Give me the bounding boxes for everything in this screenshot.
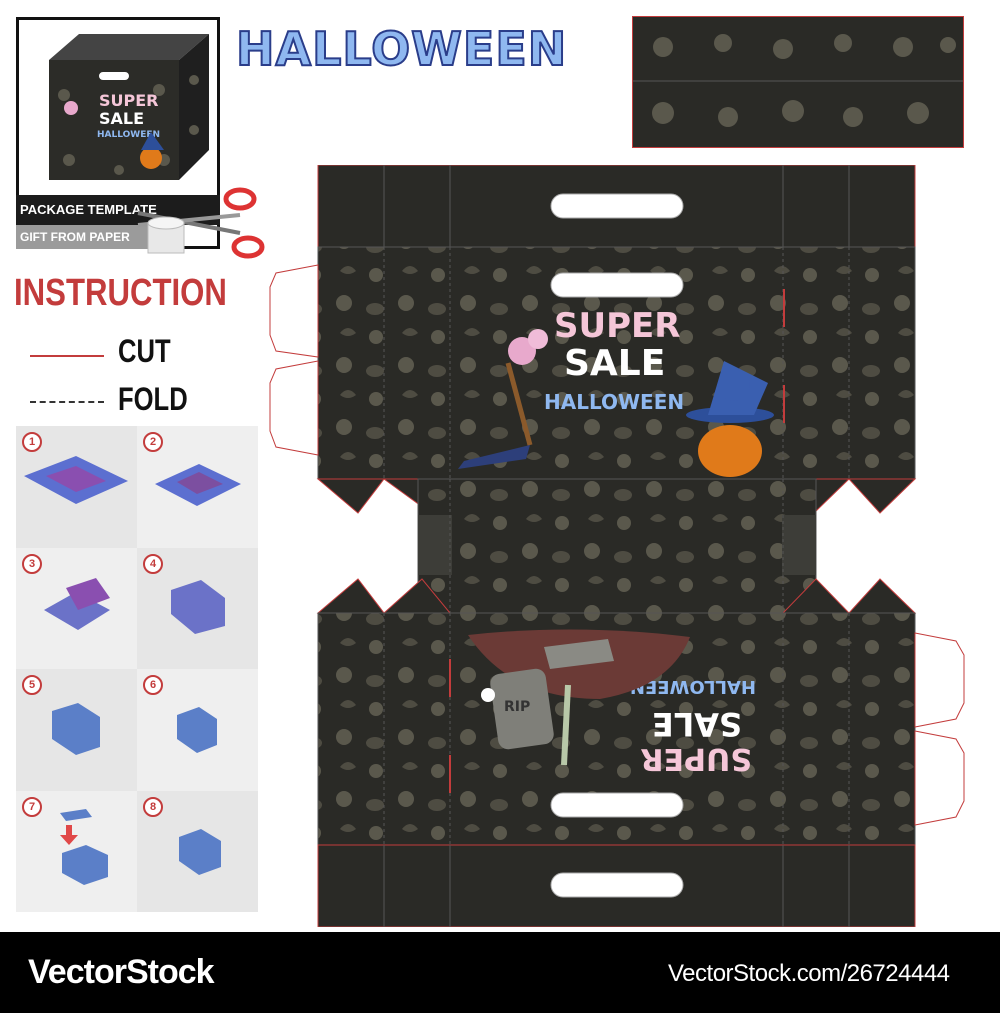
assembly-steps: 1 2 3 4 5 6 7	[16, 426, 258, 912]
glue-tab-left-2	[269, 360, 319, 456]
watermark-brand: VectorStock	[28, 953, 215, 991]
step-3-illustration	[44, 577, 110, 630]
bottom-panel	[417, 478, 817, 614]
step-8: 8	[137, 790, 258, 912]
box-pattern	[58, 75, 199, 175]
tape-icon	[147, 216, 185, 254]
front-sale-text: SALE	[564, 343, 665, 384]
gift-from-paper-label: GIFT FROM PAPER	[16, 225, 166, 249]
glue-tab-right-2	[914, 730, 965, 826]
cut-line-sample	[30, 355, 104, 357]
glue-tab-right-1	[914, 632, 965, 728]
step-number: 8	[143, 796, 163, 817]
scissors-icon	[137, 187, 265, 259]
step-number: 5	[22, 675, 42, 695]
flower-icon	[64, 101, 78, 115]
side-strip-pattern	[633, 17, 963, 147]
step-2: 2	[137, 426, 258, 548]
box-dieline: SUPER SALE HALLOWEEN SUPER SALE HALLOWEE…	[269, 165, 965, 927]
handle-hole-top	[550, 193, 684, 219]
watermark-bar	[0, 932, 1000, 1013]
pumpkin-witch-icon	[686, 361, 774, 477]
corner-flap	[316, 478, 386, 514]
bottom-side-right	[782, 515, 816, 575]
box-text-3: HALLOWEEN	[97, 130, 160, 140]
step-3: 3	[16, 547, 137, 669]
step-number: 2	[143, 432, 163, 452]
box-illustration: SUPER SALE HALLOWEEN	[49, 34, 209, 180]
step-5-illustration	[52, 703, 100, 755]
back-sale-text: SALE	[652, 705, 742, 743]
tombstone-text: RIP	[504, 699, 530, 715]
step-7: 7	[16, 790, 137, 912]
front-super-text: SUPER	[554, 306, 680, 346]
step-number: 3	[22, 553, 42, 574]
halloween-title: HALLOWEEN	[235, 21, 568, 77]
instruction-heading: INSTRUCTION	[14, 272, 227, 314]
step-1: 1	[16, 426, 137, 548]
bottom-side-left	[418, 515, 452, 575]
corner-flap	[847, 578, 917, 614]
back-halloween-text: HALLOWEEN	[630, 676, 756, 697]
step-6: 6	[137, 669, 258, 791]
step-5: 5	[16, 669, 137, 791]
step-7-illustration	[60, 808, 108, 885]
box-handle	[99, 72, 129, 80]
fold-line-sample	[30, 401, 104, 403]
handle-hole-bottom	[550, 872, 684, 898]
step-8-illustration	[179, 828, 221, 875]
box-text-2: SALE	[99, 109, 144, 128]
fold-label: FOLD	[118, 381, 188, 417]
step-number: 6	[143, 675, 163, 695]
glue-tab-left-1	[269, 264, 319, 358]
corner-flap	[316, 578, 386, 614]
handle-hole-front	[550, 272, 684, 298]
box-text-1: SUPER	[99, 91, 159, 110]
step-1-illustration	[24, 456, 128, 504]
witch-hat-icon	[141, 132, 164, 150]
pumpkin-icon	[140, 147, 162, 169]
step-number: 1	[22, 432, 42, 452]
box-side	[179, 34, 209, 180]
step-4: 4	[137, 547, 258, 669]
front-halloween-text: HALLOWEEN	[544, 390, 684, 414]
watermark-url: VectorStock.com/26724444	[668, 960, 950, 987]
back-super-text: SUPER	[640, 741, 752, 776]
corner-flap	[847, 478, 917, 514]
handle-hole-back	[550, 792, 684, 818]
box-top	[49, 34, 209, 60]
step-6-illustration	[177, 707, 217, 753]
step-number: 4	[143, 553, 163, 574]
back-artwork-text: SUPER SALE HALLOWEEN	[630, 676, 756, 776]
step-4-illustration	[171, 579, 225, 634]
step-2-illustration	[155, 464, 241, 506]
cut-label: CUT	[118, 333, 171, 369]
broom-flower-icon	[458, 329, 548, 469]
grave-icon: RIP	[468, 629, 690, 766]
step-number: 7	[22, 796, 42, 817]
side-strip	[632, 16, 964, 148]
arrow-down-icon	[60, 824, 78, 845]
